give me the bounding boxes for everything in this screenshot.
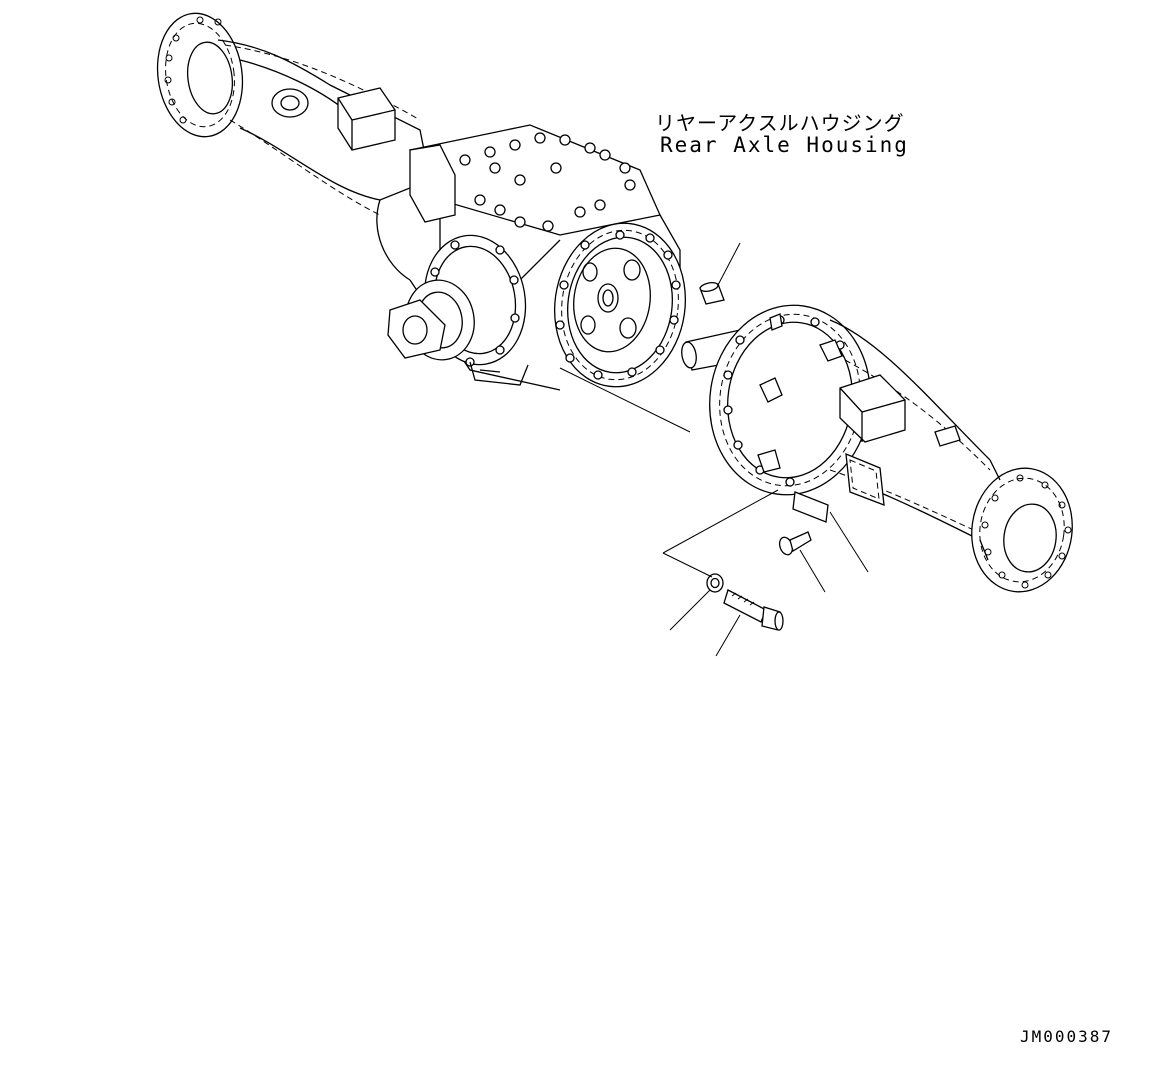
washer: [669, 573, 724, 631]
differential-carrier: [376, 124, 687, 391]
title-japanese: リヤーアクスルハウジング: [655, 111, 905, 135]
drawing-code: JM000387: [1020, 1027, 1114, 1046]
input-pinion-flange: [387, 234, 529, 386]
left-axle-housing: [156, 12, 431, 216]
right-axle-housing: [681, 304, 1073, 593]
drive-screw: [778, 531, 826, 593]
assembly-lines: [559, 367, 779, 578]
bolt: [715, 589, 784, 657]
nameplate: [792, 491, 869, 573]
title-english: Rear Axle Housing: [660, 133, 909, 157]
dowel-pin: [699, 242, 741, 305]
